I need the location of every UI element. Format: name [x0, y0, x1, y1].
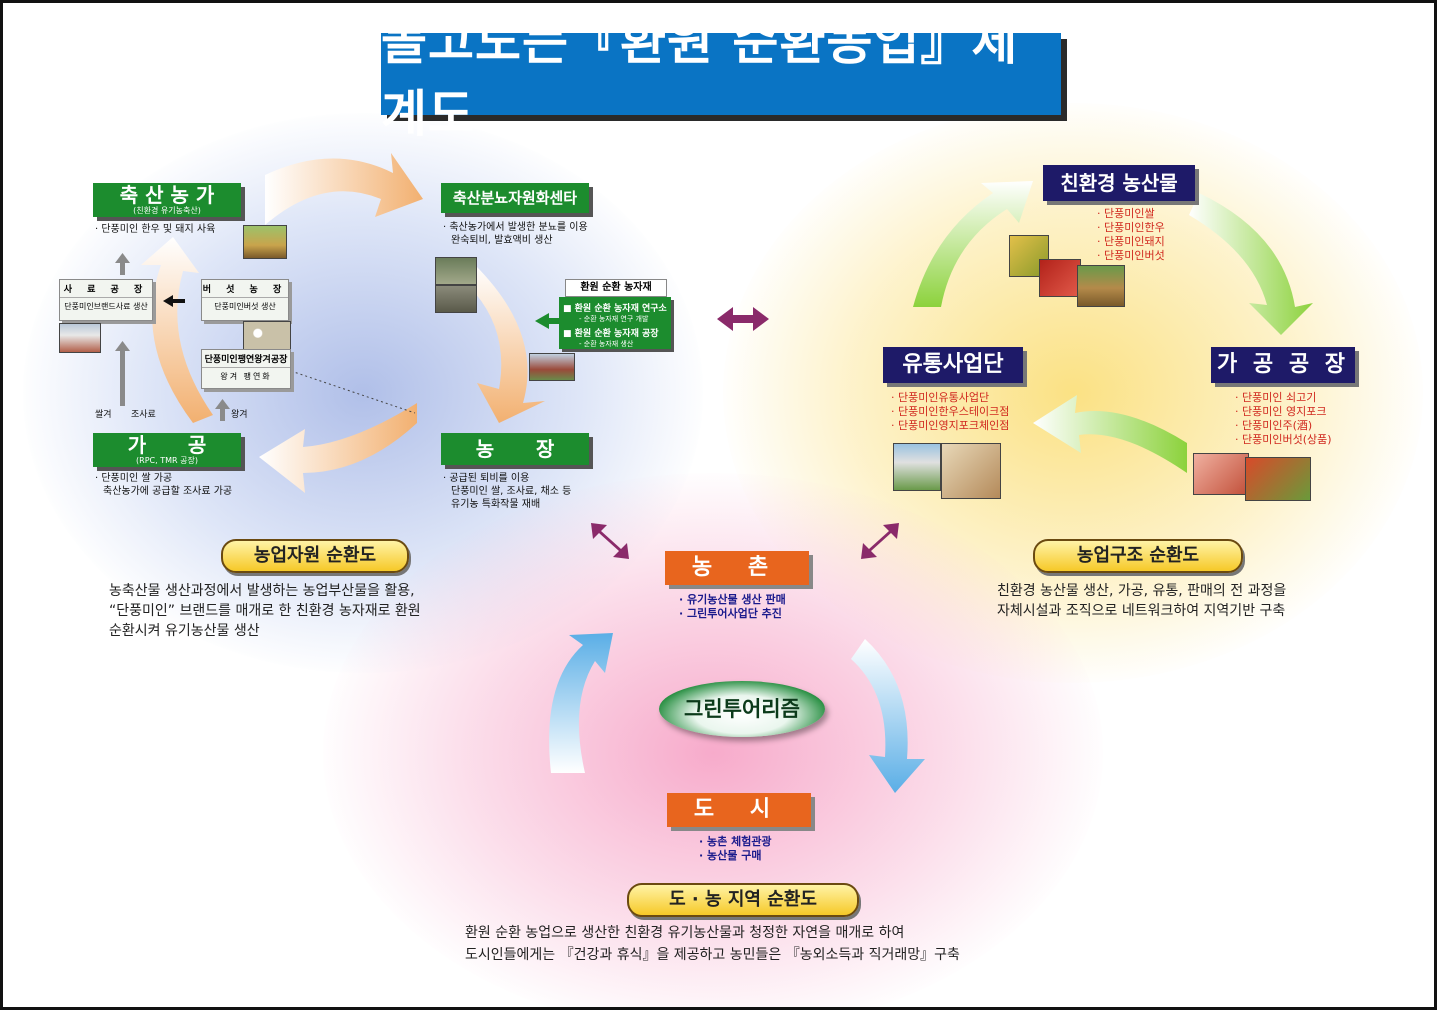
- manure-note-1: · 축산농가에서 발생한 분뇨를 이용: [443, 222, 588, 233]
- materials-item-1-sub: - 순환 농자재 연구 개발: [579, 315, 649, 323]
- manure-note-2: 완숙퇴비, 발효액비 생산: [451, 235, 553, 246]
- dotted-connector: [290, 370, 416, 414]
- distribution-item-1: · 단풍미인유통사업단: [891, 391, 990, 404]
- distribution-store-photo: [941, 443, 1001, 499]
- manure-center-photo-2: [435, 285, 477, 313]
- husk-factory-label: 단풍미인팽연왕겨공장: [202, 350, 290, 368]
- cycle3-arrow-left: [549, 633, 613, 773]
- cycle2-name-pill: 농업구조 순환도: [1033, 539, 1243, 573]
- eco-product-item-3: · 단풍미인돼지: [1097, 235, 1165, 248]
- feed-factory-label: 사 료 공 장: [60, 280, 152, 298]
- flow-label-rice-husk: 쌀겨: [95, 410, 112, 420]
- cycle1-arrow-right: [475, 265, 545, 423]
- materials-item-2: ■ 환원 순환 농자재 공장: [563, 329, 659, 339]
- farm-note-2: 단풍미인 쌀, 조사료, 채소 등: [451, 486, 572, 497]
- cycle1-arrow-left: [141, 237, 213, 423]
- mushroom-photo: [243, 321, 291, 351]
- livestock-farm-label: 축 산 농 가: [119, 183, 215, 207]
- city-box: 도 시: [667, 793, 811, 827]
- distribution-building-photo: [893, 443, 941, 491]
- cycle1-name-pill: 농업자원 순환도: [221, 539, 409, 573]
- cycle1-arrow-top: [265, 153, 423, 225]
- factory-dish-photo: [1245, 457, 1311, 501]
- materials-item-1: ■ 환원 순환 농자재 연구소: [563, 304, 667, 314]
- cycle1-desc-1: 농축산물 생산과정에서 발생하는 농업부산물을 활용,: [109, 583, 415, 599]
- cycle2-desc-1: 친환경 농산물 생산, 가공, 유통, 판매의 전 과정을: [997, 583, 1287, 599]
- manure-center-label: 축산분뇨자원화센타: [452, 189, 578, 207]
- materials-lab-photo: [529, 353, 575, 381]
- mushroom-farm-label: 버 섯 농 장: [202, 280, 288, 298]
- materials-title: 환원 순환 농자재: [565, 279, 667, 297]
- cycle2-arrow-top-right: [1189, 193, 1313, 335]
- manure-center-box: 축산분뇨자원화센타: [441, 183, 589, 213]
- manure-center-photo-1: [435, 257, 477, 285]
- mushroom-farm-body: 단풍미인버섯 생산: [214, 302, 276, 311]
- farm-note-1: · 공급된 퇴비를 이용: [443, 473, 530, 484]
- cycle3-name-pill: 도 · 농 지역 순환도: [627, 883, 859, 917]
- black-left-arrow: [163, 295, 185, 307]
- double-arrow-icon: [591, 307, 899, 559]
- farm-label: 농 장: [475, 437, 555, 461]
- meat-photo: [1039, 259, 1081, 297]
- feed-factory-photo: [59, 323, 101, 353]
- eco-product-item-2: · 단풍미인한우: [1097, 221, 1165, 234]
- factory-meat-photo: [1193, 453, 1249, 495]
- factory-box: 가 공 공 장: [1211, 347, 1355, 383]
- cycle2-arrow-bottom: [1033, 395, 1187, 473]
- cycle-arrows: [115, 153, 1313, 793]
- livestock-farm-sub: (친환경 유기농축산): [133, 206, 201, 215]
- green-materials-arrow: [535, 313, 563, 329]
- feed-factory-body: 단풍미인브랜드사료 생산: [64, 302, 148, 311]
- factory-item-1: · 단풍미인 쇠고기: [1235, 391, 1317, 404]
- husk-factory-body: 왕겨 팽연화: [220, 372, 272, 381]
- flow-label-roughage: 조사료: [131, 410, 156, 420]
- distribution-box: 유통사업단: [883, 347, 1023, 383]
- cycle1-desc-2: “단풍미인” 브랜드를 매개로 한 친환경 농자재로 환원: [109, 603, 421, 619]
- green-tourism-ellipse: 그린투어리즘: [659, 681, 825, 737]
- processing-box: 가 공 (RPC, TMR 공장): [93, 433, 241, 467]
- materials-body: ■ 환원 순환 농자재 연구소 - 순환 농자재 연구 개발 ■ 환원 순환 농…: [559, 297, 671, 349]
- factory-item-2: · 단풍미인 영지포크: [1235, 405, 1327, 418]
- processing-note-2: 축산농가에 공급할 조사료 가공: [103, 486, 233, 497]
- cycle3-arrow-right: [851, 639, 925, 793]
- flow-label-husk: 왕겨: [231, 410, 248, 420]
- cattle-photo: [243, 225, 287, 259]
- livestock-note: · 단풍미인 한우 및 돼지 사육: [95, 224, 216, 235]
- feed-factory-box: 사 료 공 장 단풍미인브랜드사료 생산: [59, 279, 153, 321]
- green-tourism-label: 그린투어리즘: [684, 697, 800, 721]
- processing-note-1: · 단풍미인 쌀 가공: [95, 473, 173, 484]
- husk-factory-box: 단풍미인팽연왕겨공장 왕겨 팽연화: [201, 349, 291, 389]
- village-item-2: · 그린투어사업단 추진: [679, 607, 782, 620]
- cycle2-arrow-top-left: [913, 181, 1033, 307]
- farm-note-3: 유기농 특화작물 재배: [451, 499, 541, 510]
- village-box: 농 촌: [665, 551, 809, 585]
- processing-sub: (RPC, TMR 공장): [136, 456, 198, 465]
- eco-product-item-1: · 단풍미인쌀: [1097, 207, 1155, 220]
- eco-product-item-4: · 단풍미인버섯: [1097, 249, 1165, 262]
- cycle2-desc-2: 자체시설과 조직으로 네트워크하여 지역기반 구축: [997, 603, 1286, 619]
- village-item-1: · 유기농산물 생산 판매: [679, 593, 786, 606]
- cow-photo: [1077, 265, 1125, 307]
- materials-item-2-sub: - 순환 농자재 생산: [579, 340, 634, 348]
- cycle1-desc-3: 순환시켜 유기농산물 생산: [109, 623, 260, 639]
- cycle1-arrow-bottom: [259, 403, 417, 493]
- distribution-item-2: · 단풍미인한우스테이크점: [891, 405, 1010, 418]
- farm-box: 농 장: [441, 433, 589, 465]
- materials-box: 환원 순환 농자재 ■ 환원 순환 농자재 연구소 - 순환 농자재 연구 개발…: [559, 279, 671, 349]
- processing-label: 가 공: [127, 433, 207, 457]
- cycle3-desc-1: 환원 순환 농업으로 생산한 친환경 유기농산물과 청정한 자연을 매개로 하여: [465, 925, 905, 941]
- livestock-farm-box: 축 산 농 가 (친환경 유기농축산): [93, 183, 241, 217]
- factory-item-4: · 단풍미인버섯(상품): [1235, 433, 1332, 446]
- eco-products-box: 친환경 농산물: [1043, 165, 1195, 201]
- city-item-2: · 농산물 구매: [699, 849, 762, 862]
- gray-flow-arrows: [115, 253, 230, 421]
- mushroom-farm-box: 버 섯 농 장 단풍미인버섯 생산: [201, 279, 289, 321]
- distribution-item-3: · 단풍미인영지포크체인점: [891, 419, 1010, 432]
- city-item-1: · 농촌 체험관광: [699, 835, 772, 848]
- factory-item-3: · 단풍미인주(酒): [1235, 419, 1313, 432]
- cycle3-desc-2: 도시인들에게는 『건강과 휴식』을 제공하고 농민들은 『농외소득과 직거래망』…: [465, 947, 960, 963]
